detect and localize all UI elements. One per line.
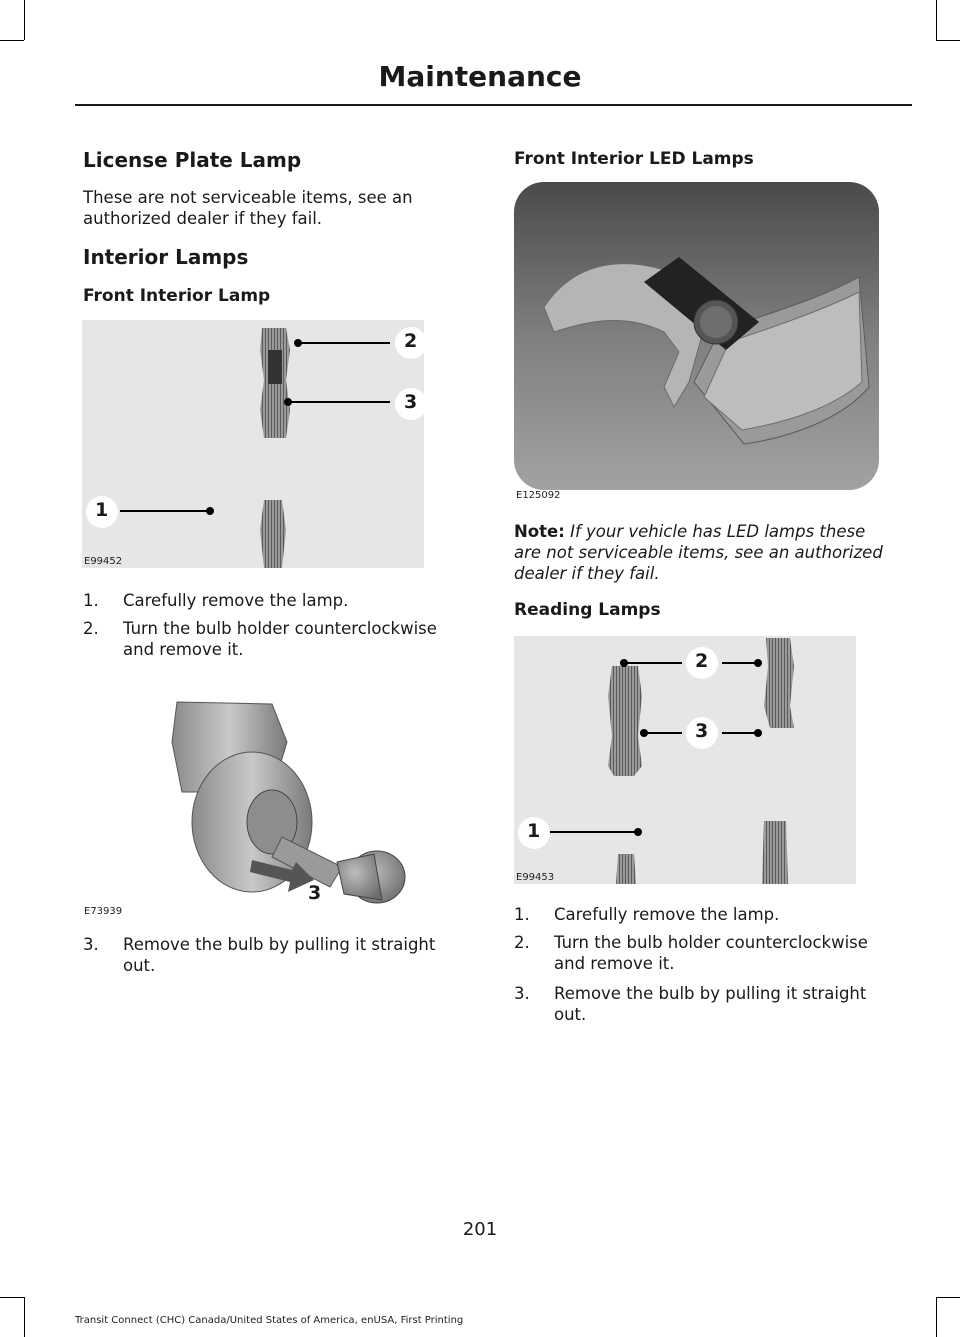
callout-3: 3 [308,882,322,904]
license-plate-text: These are not serviceable items, see an … [83,188,413,228]
crop-mark [24,1297,25,1337]
reading-lamps-diagram: 2 3 1 E99453 [514,636,856,884]
led-lamp-illustration: E125092 [514,182,879,504]
crop-mark [936,1297,937,1337]
front-interior-lamp-diagram: 2 3 1 E99452 [82,320,424,568]
page-title: Maintenance [378,60,582,93]
reading-lamps-svg [518,638,794,884]
header-rule [75,104,912,106]
figure-code: E125092 [516,490,561,501]
front-interior-lamp-heading: Front Interior Lamp [83,286,271,306]
interior-lamps-heading: Interior Lamps [83,245,249,269]
crop-mark [0,1297,24,1298]
crop-mark [24,0,25,40]
callout-1: 1 [527,820,541,842]
bulb-holder-svg [171,701,406,904]
lamp-diagram-svg [86,327,424,568]
callout-3: 3 [695,720,709,742]
footer-text: Transit Connect (CHC) Canada/United Stat… [75,1315,464,1326]
crop-mark [0,40,24,41]
page-number: 201 [462,1219,498,1240]
figure-code: E99452 [84,556,123,567]
crop-mark [936,40,960,41]
figure-code: E73939 [84,906,123,917]
callout-2: 2 [695,650,709,672]
figure-code: E99453 [516,872,555,883]
bulb-holder-diagram: 3 E73939 [82,672,424,920]
callout-2: 2 [404,330,418,352]
reading-lamps-heading: Reading Lamps [514,600,661,620]
note-paragraph: Note: If your vehicle has LED lamps thes… [514,522,883,583]
led-lamp-svg [514,182,879,490]
crop-mark [936,1297,960,1298]
license-plate-heading: License Plate Lamp [83,148,302,172]
callout-3: 3 [404,391,418,413]
callout-1: 1 [95,499,109,521]
crop-mark [936,0,937,40]
front-interior-led-heading: Front Interior LED Lamps [514,149,754,169]
